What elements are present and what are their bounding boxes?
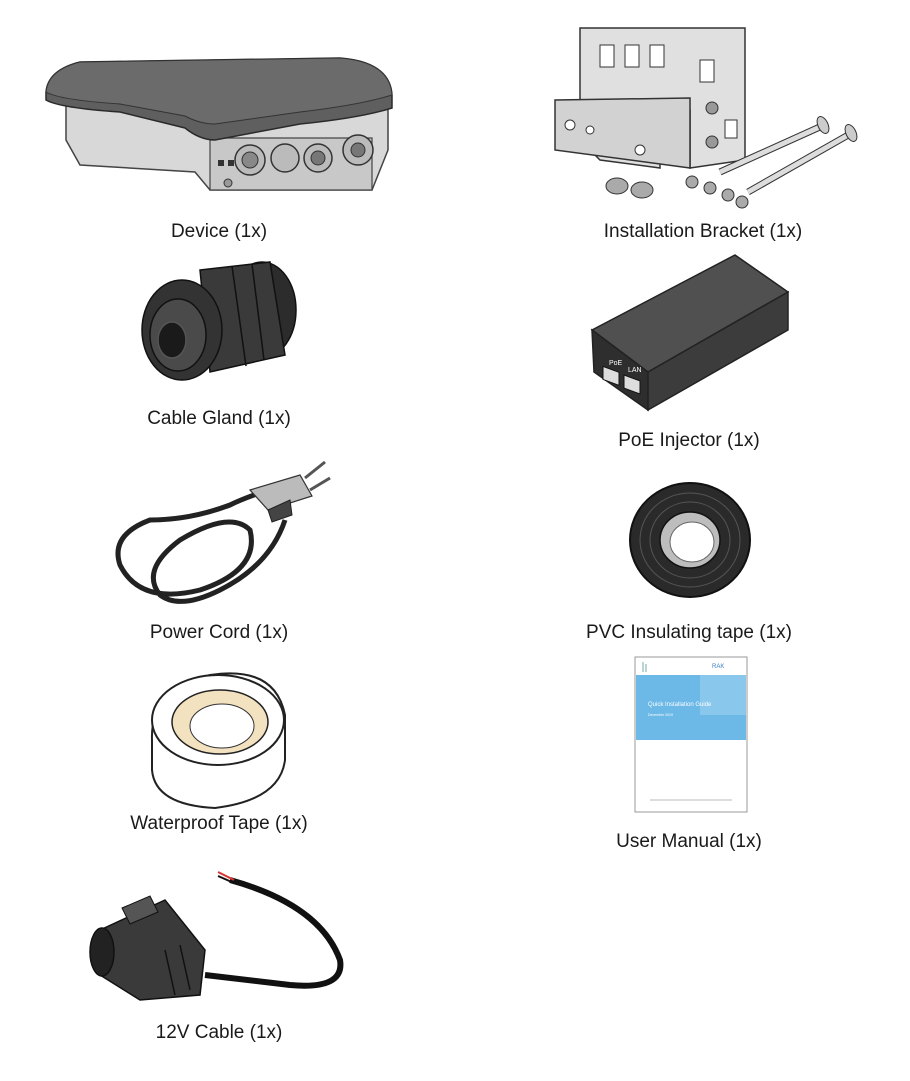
waterproof-tape-label: Waterproof Tape (1x)	[130, 813, 308, 834]
manual-brand: RAK	[712, 664, 724, 670]
bracket-label: Installation Bracket (1x)	[603, 221, 803, 242]
manual-title: Quick Installation Guide	[648, 702, 712, 708]
manual-date: December 2019	[648, 713, 673, 717]
lan-port-label: LAN	[628, 367, 642, 374]
pvc-tape-label: PVC Insulating tape (1x)	[586, 622, 792, 643]
power-cord-label: Power Cord (1x)	[149, 622, 289, 643]
cable-gland-label: Cable Gland (1x)	[147, 408, 291, 429]
user-manual-label: User Manual (1x)	[616, 831, 762, 852]
device-label: Device (1x)	[170, 221, 268, 242]
poe-port-label: PoE	[609, 360, 623, 367]
poe-injector-label: PoE Injector (1x)	[618, 430, 760, 451]
12v-cable-label: 12V Cable (1x)	[155, 1022, 283, 1043]
